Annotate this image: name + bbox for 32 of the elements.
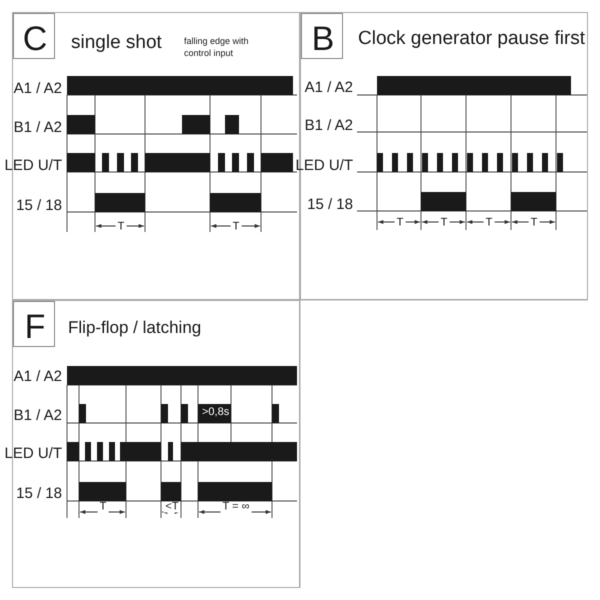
panel-title: Flip-flop / latching (68, 319, 202, 336)
dimension-label: T (484, 218, 494, 228)
panel-letter: C (22, 22, 48, 56)
signal-label: B1 / A2 (14, 120, 62, 135)
dimension-label: T (438, 218, 450, 228)
signal-label: 15 / 18 (16, 198, 62, 213)
signal-label: LED U/T (295, 158, 353, 173)
pulse-duration-label: >0,8s (202, 407, 230, 418)
signal-label: A1 / A2 (14, 369, 62, 384)
panel-title: single shot (71, 33, 162, 52)
dimension-label: T (116, 222, 126, 232)
signal-label: LED U/T (4, 446, 62, 461)
signal-label: B1 / A2 (304, 118, 353, 133)
dimension-label: T (528, 218, 540, 228)
signal-label: 15 / 18 (16, 486, 62, 501)
dimension-label: T = ∞ (220, 502, 252, 512)
dimension-label: T (394, 218, 406, 228)
panel-subtitle: falling edge with control input (184, 36, 250, 60)
signal-label: 15 / 18 (307, 197, 353, 212)
panel-letter-box (13, 301, 55, 347)
panel-title: Clock generator pause first (358, 29, 586, 48)
dimension-label: <T (163, 502, 181, 512)
panel-letter: F (24, 310, 46, 344)
signal-label: B1 / A2 (14, 408, 62, 423)
signal-label: A1 / A2 (14, 81, 62, 96)
panel-letter-box (301, 13, 343, 59)
dimension-label: T (230, 222, 242, 232)
signal-label: A1 / A2 (304, 80, 353, 95)
panel-letter-box (13, 13, 55, 59)
panel-letter: B (312, 22, 334, 56)
signal-label: LED U/T (4, 158, 62, 173)
dimension-label: T (98, 502, 108, 512)
